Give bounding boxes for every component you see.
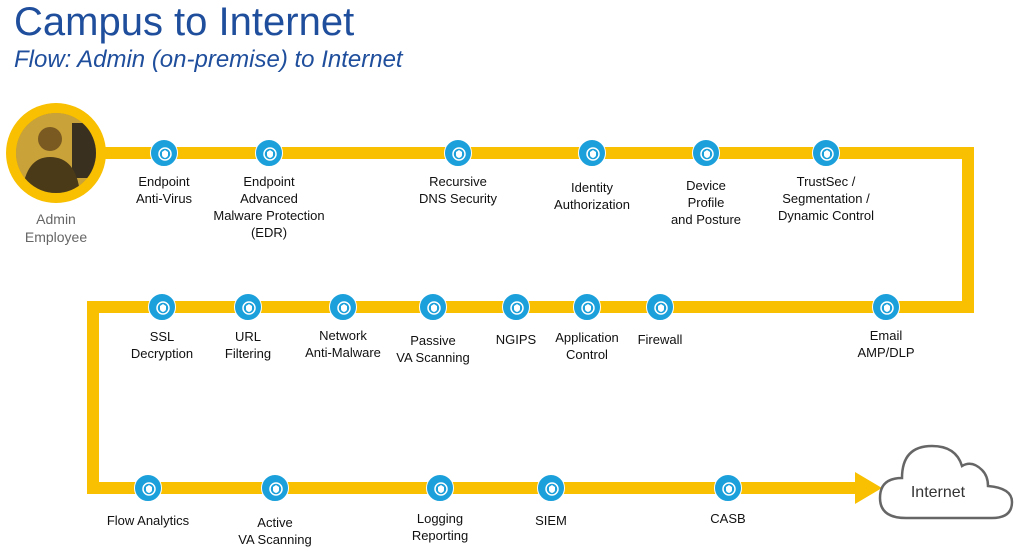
node-label: Device Profile and Posture [670,178,742,227]
email-search-icon [872,293,900,321]
firewall-shield-icon [329,293,357,321]
node-label: Network Anti-Malware [305,328,381,360]
node-label: Logging Reporting [411,511,469,543]
node-label: Email AMP/DLP [857,328,915,360]
node-label: Recursive DNS Security [418,174,498,206]
node-label: Firewall [637,332,683,347]
tag-icon [812,139,840,167]
page-title: Campus to Internet [14,0,355,44]
magnifier-icon [134,474,162,502]
node-label: Application Control [555,330,619,362]
fingerprint-icon [578,139,606,167]
biohazard-shield-icon [150,139,178,167]
network-scan-icon [419,293,447,321]
ips-shield-icon [502,293,530,321]
network-scan-icon [261,474,289,502]
node-label: CASB [710,511,746,526]
arrowhead [855,472,882,504]
app-window-icon [573,293,601,321]
internet-label: Internet [910,484,966,501]
cloud-access-icon [714,474,742,502]
page-subtitle: Flow: Admin (on-premise) to Internet [14,46,403,73]
firewall-icon [646,293,674,321]
node-label: URL Filtering [224,329,272,361]
node-label: Endpoint Anti-Virus [135,174,193,206]
ssl-icon [148,293,176,321]
siem-server-icon [537,474,565,502]
node-label: Endpoint Advanced Malware Protection (ED… [213,174,325,240]
url-shield-icon [234,293,262,321]
node-label: SIEM [535,513,567,528]
avatar [6,103,106,203]
cloud-icon [878,444,1014,520]
node-label: Passive VA Scanning [396,333,470,365]
node-label: Flow Analytics [106,513,190,528]
node-label: Identity Authorization [554,180,630,212]
node-label: NGIPS [495,332,537,347]
node-label: SSL Decryption [130,329,194,361]
device-network-icon [692,139,720,167]
node-label: Active VA Scanning [238,515,312,547]
laptop-shield-icon [255,139,283,167]
node-label: TrustSec / Segmentation / Dynamic Contro… [777,174,875,223]
dns-shield-icon [444,139,472,167]
log-server-icon [426,474,454,502]
admin-employee-label: Admin Employee [24,211,88,245]
